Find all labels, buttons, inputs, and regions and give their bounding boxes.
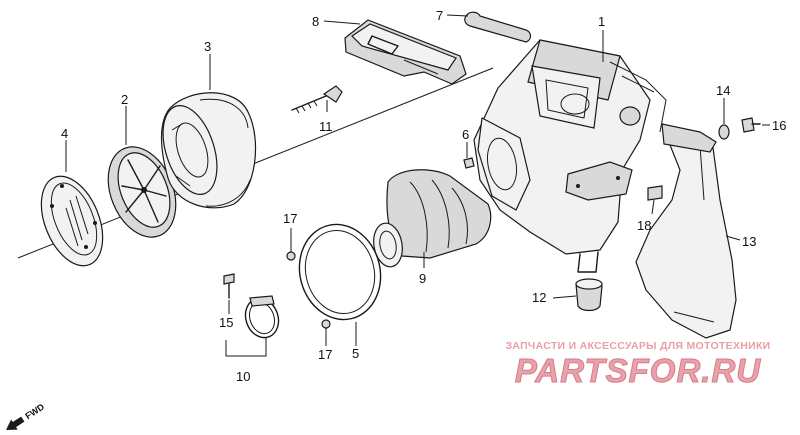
callout-8: 8 xyxy=(312,14,319,29)
strap xyxy=(464,11,532,43)
hose-clamp xyxy=(244,295,280,339)
callout-7: 7 xyxy=(436,8,443,23)
callout-9: 9 xyxy=(419,271,426,286)
callout-11: 11 xyxy=(319,119,333,134)
connecting-tube xyxy=(373,169,492,268)
callout-6: 6 xyxy=(462,127,469,142)
forward-arrow-icon xyxy=(6,416,25,430)
callout-17-upper: 17 xyxy=(283,211,297,226)
callout-1: 1 xyxy=(598,14,605,29)
callout-18: 18 xyxy=(637,218,651,233)
fwd-label: FWD xyxy=(23,401,46,421)
callout-2: 2 xyxy=(121,92,128,107)
filter-holder xyxy=(107,146,177,238)
clamp-screw xyxy=(223,273,235,299)
callout-10: 10 xyxy=(236,369,250,384)
callout-15: 15 xyxy=(219,315,233,330)
forward-direction-marker: FWD xyxy=(6,401,46,430)
drain-screw xyxy=(291,85,343,114)
foam-element xyxy=(160,92,257,209)
callout-3: 3 xyxy=(204,39,211,54)
callout-5: 5 xyxy=(352,346,359,361)
callout-14: 14 xyxy=(716,83,730,98)
air-cleaner-case xyxy=(473,39,667,273)
callout-12: 12 xyxy=(532,290,546,305)
watermark-tagline: ЗАПЧАСТИ И АКСЕССУАРЫ ДЛЯ МОТОТЕХНИКИ xyxy=(505,340,771,352)
leader-lines xyxy=(65,14,770,357)
callout-4: 4 xyxy=(61,126,68,141)
callout-numbers: 1 2 3 4 5 6 7 8 9 10 11 12 13 14 15 16 1… xyxy=(61,8,786,384)
callout-17-lower: 17 xyxy=(318,347,332,362)
intake-duct xyxy=(635,123,737,339)
callout-13: 13 xyxy=(742,234,756,249)
watermark: ЗАПЧАСТИ И АКСЕССУАРЫ ДЛЯ МОТОТЕХНИКИ PA… xyxy=(488,340,788,390)
drain-plug xyxy=(575,278,603,312)
callout-16: 16 xyxy=(772,118,786,133)
filter-cover xyxy=(40,175,104,267)
small-hardware xyxy=(286,117,761,329)
watermark-brand: PARTSFOR.RU xyxy=(514,352,762,390)
gasket xyxy=(298,223,382,321)
top-cover xyxy=(344,19,467,85)
